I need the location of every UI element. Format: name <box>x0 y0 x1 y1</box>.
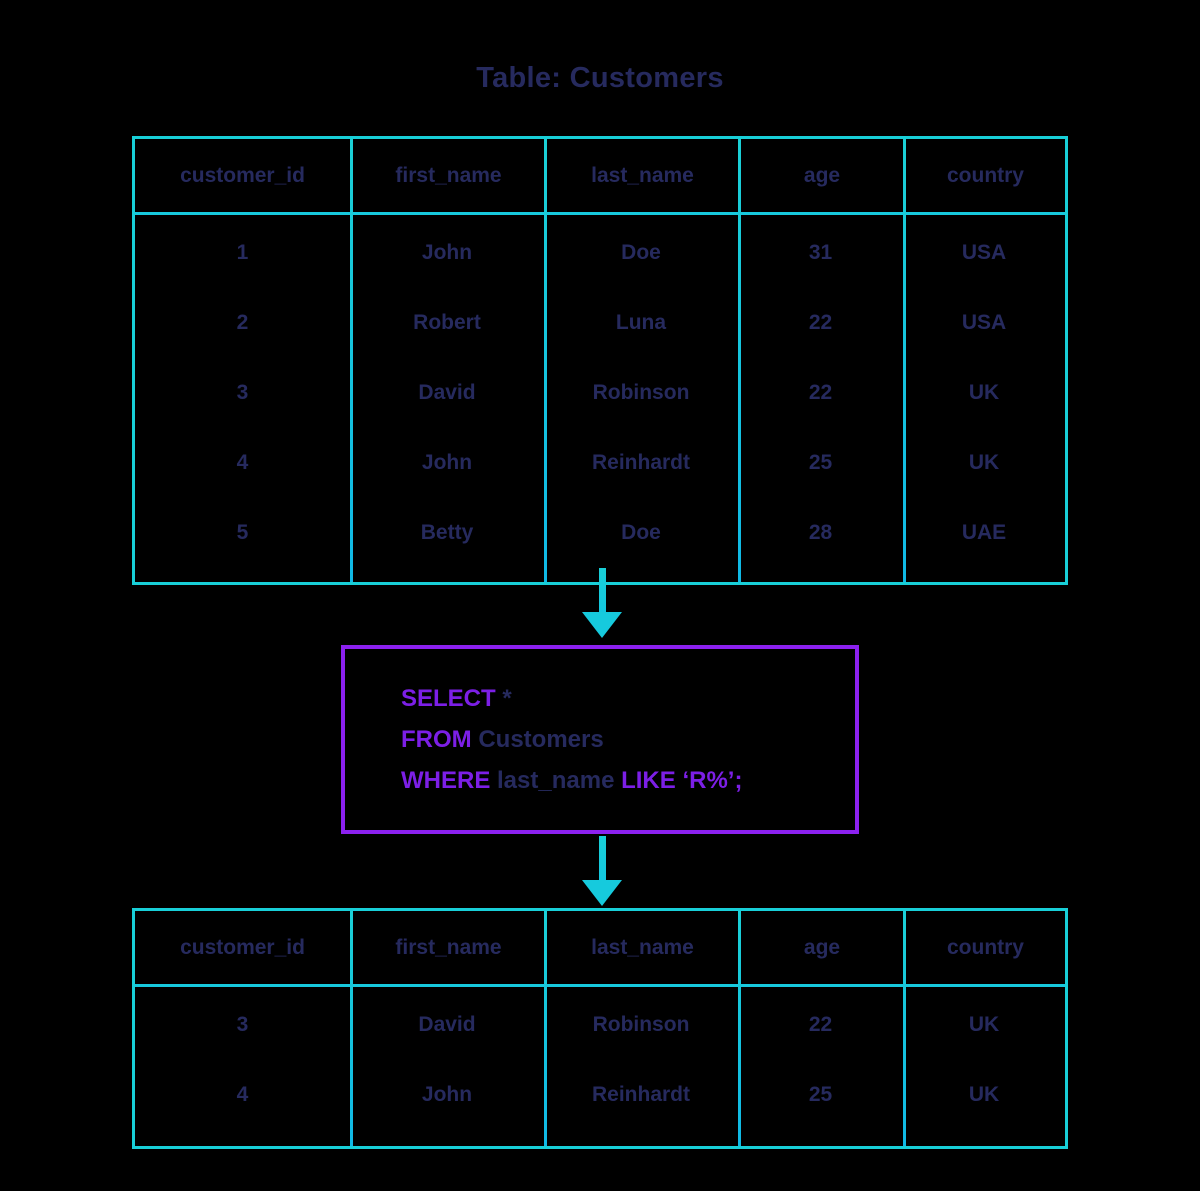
table-cell: Luna <box>615 311 667 334</box>
table-row: 1 John Doe 31 USA <box>135 218 1065 288</box>
table-row: 3 David Robinson 22 UK <box>135 358 1065 428</box>
source-table-column-header-last-name: last_name <box>544 139 738 212</box>
table-cell: UK <box>968 451 1000 474</box>
table-cell: 2 <box>236 311 249 334</box>
result-table-column-header-age: age <box>738 911 903 984</box>
sql-query-line: SELECT * <box>401 678 855 719</box>
sql-keyword: SELECT <box>401 685 496 712</box>
source-table-column-header-first-name: first_name <box>350 139 544 212</box>
table-cell: UK <box>968 381 1000 404</box>
table-cell: John <box>421 1083 473 1106</box>
table-row: 4 John Reinhardt 25 UK <box>135 1060 1065 1130</box>
page-title: Table: Customers <box>476 62 724 94</box>
table-cell: 3 <box>236 1013 249 1036</box>
sql-query-line: WHERE last_name LIKE ‘R%’; <box>401 760 855 801</box>
result-table-column-header-customer-id: customer_id <box>180 935 305 959</box>
table-cell: John <box>421 241 473 264</box>
table-cell: 31 <box>808 241 833 264</box>
sql-keyword: WHERE <box>401 767 491 794</box>
table-cell: 3 <box>236 381 249 404</box>
table-cell: UK <box>968 1013 1000 1036</box>
arrow-query-to-result-icon <box>582 836 622 908</box>
table-row: 4 John Reinhardt 25 UK <box>135 428 1065 498</box>
sql-literal: ‘R%’; <box>682 767 743 794</box>
table-cell: USA <box>961 311 1007 334</box>
table-cell: 22 <box>808 311 833 334</box>
sql-query-line: FROM Customers <box>401 719 855 760</box>
table-cell: Reinhardt <box>591 451 690 474</box>
source-table-column-header-customer-id: customer_id <box>180 163 305 187</box>
table-cell: 25 <box>808 1083 833 1106</box>
sql-keyword: FROM <box>401 726 472 753</box>
sql-identifier <box>490 767 497 794</box>
source-table-column-header-age: age <box>738 139 903 212</box>
arrow-head <box>582 880 622 906</box>
table-cell: 4 <box>236 451 249 474</box>
table-cell: 4 <box>236 1083 249 1106</box>
arrow-head <box>582 612 622 638</box>
table-cell: Robinson <box>592 381 690 404</box>
sql-identifier: last_name <box>497 767 615 794</box>
table-cell: 1 <box>236 241 249 264</box>
table-cell: David <box>418 381 476 404</box>
sql-identifier: * <box>502 685 512 712</box>
source-table-column-header-country: country <box>903 139 1065 212</box>
table-cell: Robert <box>413 311 481 334</box>
table-cell: UAE <box>961 521 1007 544</box>
result-table-column-header-last-name: last_name <box>544 911 738 984</box>
table-cell: David <box>418 1013 476 1036</box>
table-cell: John <box>421 451 473 474</box>
table-cell: Robinson <box>592 1013 690 1036</box>
sql-keyword: LIKE <box>621 767 676 794</box>
table-cell: 5 <box>236 521 249 544</box>
sql-identifier: Customers <box>478 726 604 753</box>
table-cell: UK <box>968 1083 1000 1106</box>
table-cell: 28 <box>808 521 833 544</box>
result-table-column-header-first-name: first_name <box>350 911 544 984</box>
table-cell: Reinhardt <box>591 1083 690 1106</box>
table-cell: 25 <box>808 451 833 474</box>
arrow-table-to-query-icon <box>582 568 622 640</box>
table-cell: Doe <box>621 521 661 544</box>
arrow-stem <box>599 836 606 884</box>
table-cell: Betty <box>420 521 474 544</box>
table-cell: 22 <box>808 1013 833 1036</box>
table-cell: Doe <box>621 241 661 264</box>
arrow-stem <box>599 568 606 616</box>
table-row: 5 Betty Doe 28 UAE <box>135 498 1065 568</box>
result-table-column-header-country: country <box>903 911 1065 984</box>
table-cell: 22 <box>808 381 833 404</box>
table-row: 3 David Robinson 22 UK <box>135 990 1065 1060</box>
table-cell: USA <box>961 241 1007 264</box>
table-row: 2 Robert Luna 22 USA <box>135 288 1065 358</box>
